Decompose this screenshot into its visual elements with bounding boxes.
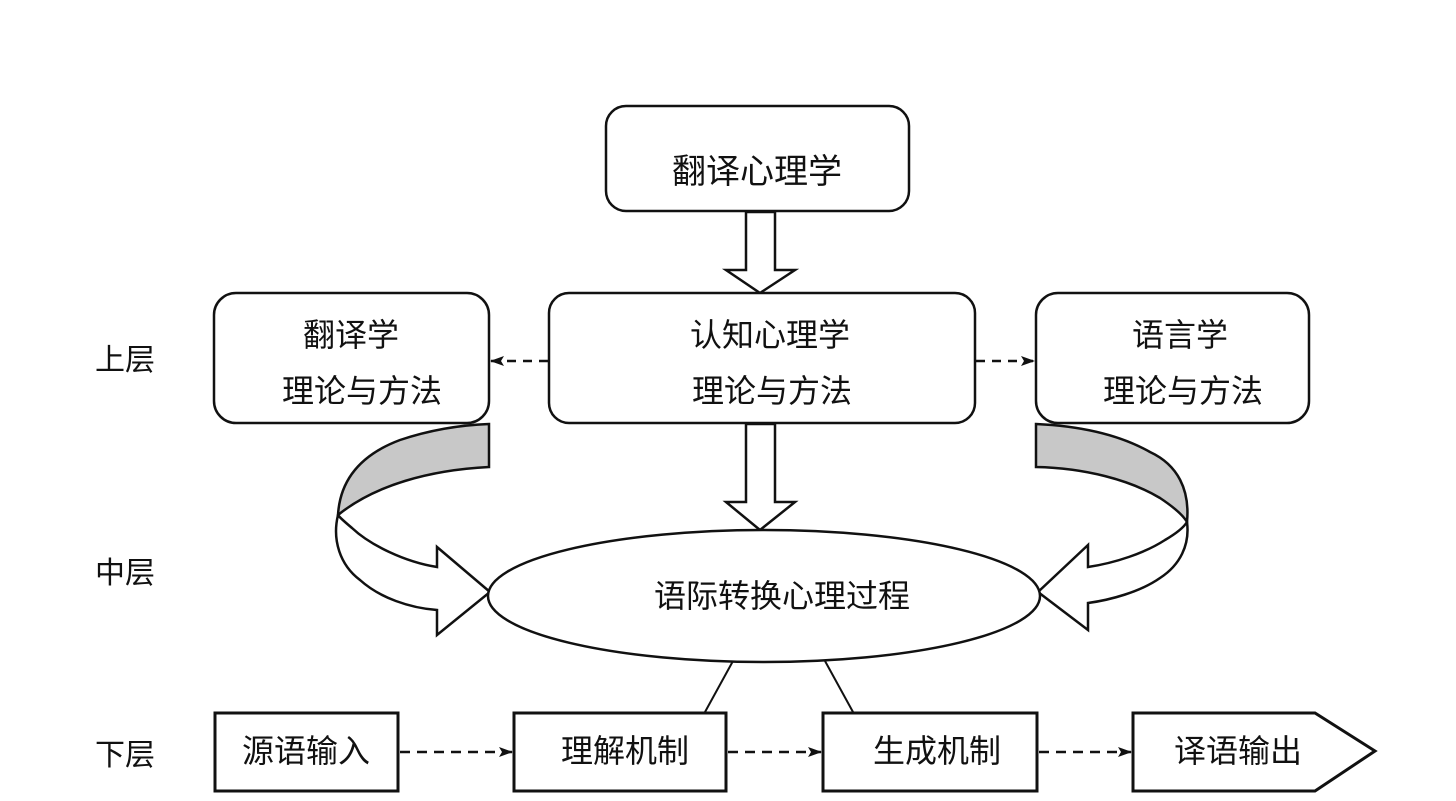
box-source-input: 源语输入 xyxy=(213,711,400,793)
box-cognitive-psychology: 认知心理学 理论与方法 xyxy=(547,291,977,425)
connector-to-production xyxy=(824,660,854,713)
layer-label-lower: 下层 xyxy=(95,738,155,773)
layer-label-middle: 中层 xyxy=(95,556,155,591)
curved-arrow-left xyxy=(334,422,492,638)
box-linguistics-line1: 语言学 xyxy=(1132,316,1228,354)
layer-label-upper: 上层 xyxy=(95,343,155,378)
ellipse-label: 语际转换心理过程 xyxy=(654,577,910,615)
box-linguistics-line2: 理论与方法 xyxy=(1103,372,1263,410)
box-source-input-label: 源语输入 xyxy=(242,732,370,770)
box-translation-studies-line2: 理论与方法 xyxy=(282,372,442,410)
curved-arrow-right xyxy=(1034,422,1189,633)
top-box-translation-psychology: 翻译心理学 xyxy=(604,104,911,213)
hollow-arrow-down-center xyxy=(722,422,799,532)
box-target-output: 译语输出 xyxy=(1131,711,1378,793)
box-target-output-label: 译语输出 xyxy=(1174,732,1302,770)
box-cognitive-psychology-line1: 认知心理学 xyxy=(690,316,850,354)
top-box-label: 翻译心理学 xyxy=(672,152,842,192)
box-linguistics: 语言学 理论与方法 xyxy=(1034,291,1311,425)
box-translation-studies-line1: 翻译学 xyxy=(303,316,399,354)
box-comprehension-mechanism: 理解机制 xyxy=(512,711,728,793)
box-comprehension-label: 理解机制 xyxy=(561,732,689,770)
box-translation-studies: 翻译学 理论与方法 xyxy=(212,291,491,425)
box-cognitive-psychology-line2: 理论与方法 xyxy=(692,372,852,410)
box-production-mechanism: 生成机制 xyxy=(821,711,1039,793)
box-production-label: 生成机制 xyxy=(873,732,1001,770)
hollow-arrow-down-top xyxy=(721,210,800,295)
ellipse-interlingual-transfer: 语际转换心理过程 xyxy=(486,528,1042,664)
connector-to-comprehension xyxy=(704,660,734,713)
